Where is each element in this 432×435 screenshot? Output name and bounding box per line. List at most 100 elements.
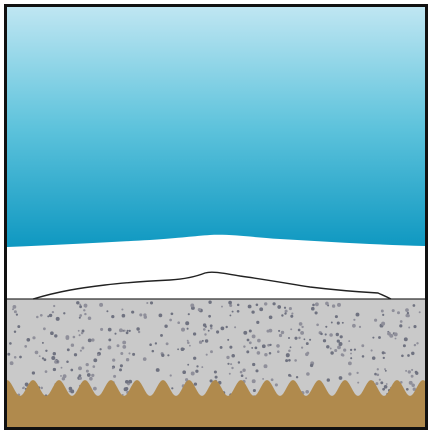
gravel-speck <box>64 375 66 377</box>
gravel-speck <box>290 346 292 348</box>
gravel-speck <box>52 311 54 313</box>
gravel-speck <box>353 319 355 321</box>
gravel-speck <box>40 314 43 317</box>
gravel-speck <box>67 348 70 351</box>
gravel-speck <box>331 322 333 324</box>
gravel-speck <box>149 343 152 346</box>
gravel-speck <box>383 357 385 359</box>
gravel-speck <box>61 367 63 369</box>
gravel-speck <box>381 322 385 326</box>
gravel-speck <box>227 339 229 341</box>
gravel-speck <box>126 358 129 361</box>
gravel-speck <box>187 364 189 366</box>
gravel-speck <box>257 351 261 355</box>
gravel-speck <box>339 342 343 346</box>
gravel-speck <box>84 304 88 308</box>
gravel-speck <box>86 363 89 366</box>
gravel-speck <box>352 324 356 328</box>
gravel-speck <box>400 320 403 323</box>
gravel-speck <box>309 339 311 341</box>
gravel-speck <box>227 363 229 365</box>
gravel-speck <box>362 355 365 358</box>
gravel-speck <box>259 307 263 311</box>
gravel-speck <box>220 346 223 349</box>
gravel-speck <box>87 373 91 377</box>
gravel-speck <box>210 324 213 327</box>
gravel-speck <box>413 325 416 328</box>
gravel-speck <box>299 322 303 326</box>
gravel-speck <box>298 329 301 332</box>
gravel-speck <box>356 313 360 317</box>
gravel-speck <box>42 357 44 359</box>
gravel-speck <box>93 387 97 391</box>
gravel-speck <box>264 353 267 356</box>
gravel-speck <box>296 376 298 378</box>
gravel-speck <box>330 348 332 350</box>
gravel-speck <box>35 351 39 355</box>
gravel-speck <box>202 340 204 342</box>
gravel-speck <box>132 353 135 356</box>
gravel-speck <box>45 350 47 352</box>
gravel-speck <box>32 336 35 339</box>
gravel-speck <box>88 339 92 343</box>
gravel-speck <box>325 326 327 328</box>
gravel-speck <box>79 334 81 336</box>
gravel-speck <box>348 340 350 342</box>
gravel-speck <box>120 364 123 367</box>
gravel-speck <box>70 389 74 393</box>
gravel-speck <box>247 339 250 342</box>
gravel-speck <box>83 309 85 311</box>
gravel-speck <box>405 314 408 317</box>
gravel-speck <box>45 370 48 373</box>
gravel-speck <box>415 371 418 374</box>
gravel-speck <box>372 337 374 339</box>
gravel-speck <box>81 332 83 334</box>
gravel-speck <box>311 307 315 311</box>
gravel-speck <box>187 342 190 345</box>
gravel-speck <box>136 327 139 330</box>
gravel-speck <box>337 303 341 307</box>
gravel-speck <box>305 390 309 394</box>
gravel-speck <box>408 327 410 329</box>
gravel-speck <box>354 348 356 350</box>
gravel-speck <box>32 371 35 374</box>
gravel-speck <box>281 331 284 334</box>
gravel-speck <box>294 359 297 362</box>
gravel-speck <box>201 366 203 368</box>
gravel-speck <box>382 351 385 354</box>
gravel-speck <box>382 314 384 316</box>
gravel-speck <box>226 356 229 359</box>
gravel-speck <box>394 332 398 336</box>
gravel-speck <box>187 328 189 330</box>
gravel-speck <box>262 378 264 380</box>
gravel-speck <box>216 330 219 333</box>
gravel-speck <box>288 359 291 362</box>
gravel-speck <box>395 338 397 340</box>
gravel-speck <box>264 364 268 368</box>
gravel-speck <box>231 354 235 358</box>
gravel-speck <box>160 334 163 337</box>
gravel-speck <box>182 370 186 374</box>
gravel-speck <box>337 339 340 342</box>
gravel-speck <box>357 382 359 384</box>
gravel-speck <box>114 333 116 335</box>
gravel-speck <box>108 328 112 332</box>
gravel-speck <box>226 326 228 328</box>
gravel-speck <box>376 373 379 376</box>
gravel-speck <box>342 354 345 357</box>
gravel-speck <box>229 373 231 375</box>
gravel-speck <box>50 331 54 335</box>
gravel-speck <box>315 311 318 314</box>
gravel-speck <box>152 350 155 353</box>
gravel-speck <box>193 332 196 335</box>
gravel-speck <box>131 311 134 314</box>
gravel-speck <box>229 314 231 316</box>
gravel-speck <box>88 317 92 321</box>
gravel-speck <box>125 380 129 384</box>
gravel-speck <box>374 319 377 322</box>
gravel-speck <box>121 308 123 310</box>
gravel-speck <box>335 315 338 318</box>
gravel-speck <box>150 301 153 304</box>
gravel-speck <box>126 332 129 335</box>
